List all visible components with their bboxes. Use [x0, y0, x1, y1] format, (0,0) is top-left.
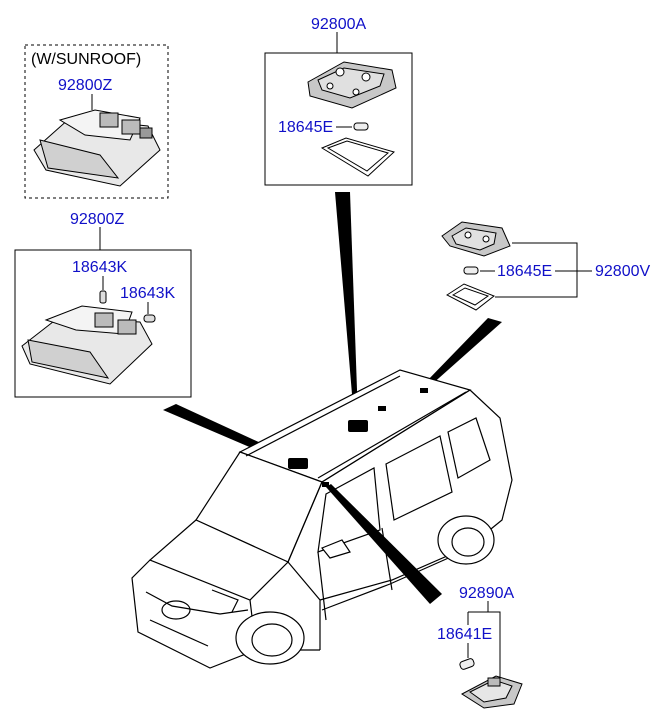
part-number-18645e-a[interactable]: 18645E [278, 119, 334, 136]
overhead-console-sunroof-illustration [33, 109, 161, 187]
part-number-18645e-b[interactable]: 18645E [497, 263, 553, 280]
map-lamp-92800v-illustration [441, 221, 511, 311]
luggage-lamp-92890a-illustration [459, 658, 523, 709]
part-number-18643k-a[interactable]: 18643K [72, 259, 128, 276]
part-number-92890a[interactable]: 92890A [459, 585, 515, 602]
roof-spot-rear-console [288, 458, 308, 469]
part-number-92800z[interactable]: 92800Z [70, 211, 125, 228]
part-number-18643k-b[interactable]: 18643K [120, 285, 176, 302]
roof-spot-small-c [322, 482, 329, 487]
callout-wedge-front-console [335, 192, 358, 418]
part-number-92800v[interactable]: 92800V [595, 263, 651, 280]
sunroof-note: (W/SUNROOF) [31, 51, 142, 68]
overhead-console-92800z-box [14, 249, 192, 398]
part-number-18641e[interactable]: 18641E [437, 626, 493, 643]
overhead-console-92800a-illustration [307, 61, 397, 177]
roof-spot-small-a [378, 406, 386, 411]
roof-spot-small-b [420, 388, 428, 393]
part-number-92800a[interactable]: 92800A [311, 16, 367, 33]
callout-wedge-vanity [425, 318, 502, 386]
bracket-92800v [495, 242, 578, 298]
sunroof-variant-box [24, 44, 169, 199]
part-number-92800z-sunroof[interactable]: 92800Z [58, 77, 113, 94]
roof-spot-front-console [348, 420, 368, 432]
overhead-console-92800a-box [264, 52, 413, 186]
overhead-console-92800z-illustration [21, 290, 156, 385]
